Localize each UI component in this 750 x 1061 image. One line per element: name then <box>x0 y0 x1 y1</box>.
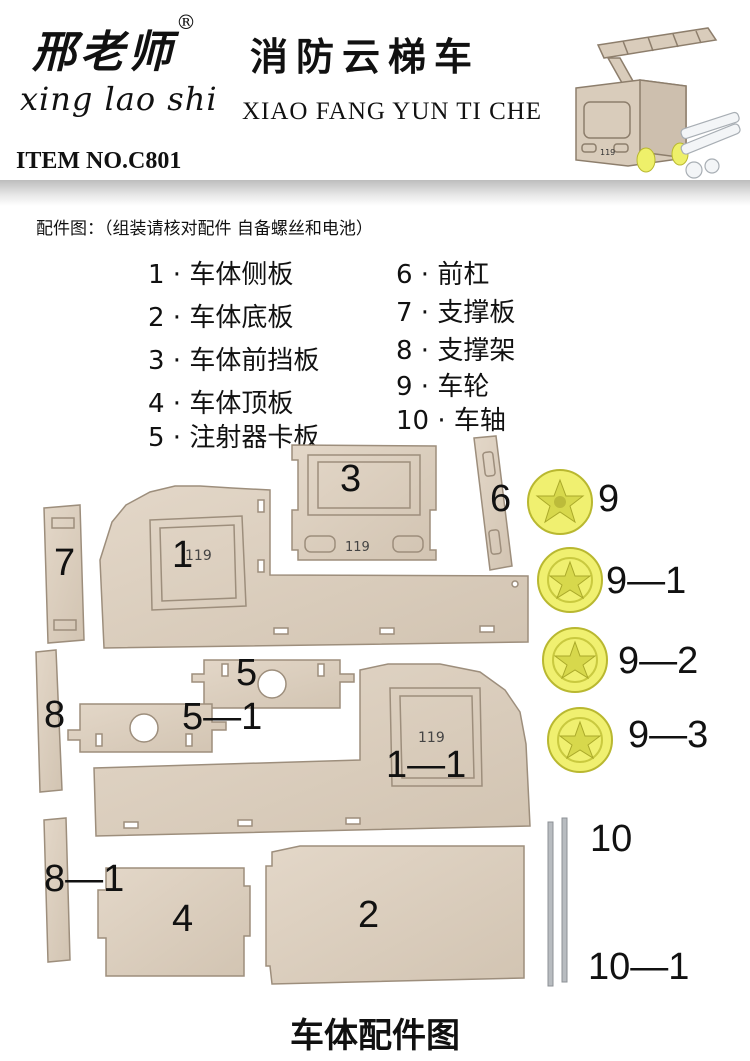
legend-item: 6 · 前杠 <box>396 260 490 290</box>
label-part-9-2: 9—2 <box>618 640 699 682</box>
part-5-syringe-clamp <box>191 659 355 709</box>
legend-item: 2 · 车体底板 <box>148 303 294 333</box>
part-4-top-panel <box>97 867 251 977</box>
brand-name-cn: 邢老师® <box>32 10 200 80</box>
label-part-8-1: 8—1 <box>44 858 125 900</box>
label-part-1-1: 1—1 <box>386 744 467 786</box>
wheel-9-2 <box>542 627 608 693</box>
label-part-9: 9 <box>598 478 620 520</box>
legend-item: 5 · 注射器卡板 <box>148 423 320 453</box>
hero-plate-number: 119 <box>600 148 615 157</box>
footer-title: 车体配件图 <box>290 1016 460 1056</box>
label-part-2: 2 <box>358 894 380 936</box>
legend-right: 6 · 前杠 7 · 支撑板 8 · 支撑架 9 · 车轮 10 · 车轴 <box>396 262 515 442</box>
brand-name-text: 邢老师 <box>32 27 176 78</box>
part-8-support-frame <box>35 649 63 793</box>
legend-item: 10 · 车轴 <box>396 406 506 436</box>
wheel-9 <box>527 469 593 535</box>
legend-item: 3 · 车体前挡板 <box>148 346 320 376</box>
brand-name-pinyin: xing lao shi <box>20 80 218 118</box>
item-number: ITEM NO.C801 <box>16 148 182 174</box>
label-part-10: 10 <box>590 818 633 860</box>
legend-item: 1 · 车体侧板 <box>148 260 294 290</box>
label-part-9-1: 9—1 <box>606 560 687 602</box>
label-part-1: 1 <box>172 534 194 576</box>
legend-item: 4 · 车体顶板 <box>148 389 294 419</box>
label-part-8: 8 <box>44 694 66 736</box>
registered-mark: ® <box>176 10 200 34</box>
part-7-support-plate <box>43 504 85 644</box>
engraving-119: 119 <box>185 548 212 564</box>
part-5-1-syringe-clamp <box>67 703 227 753</box>
product-title-cn: 消防云梯车 <box>250 35 481 79</box>
product-title-pinyin: XIAO FANG YUN TI CHE <box>242 98 543 125</box>
part-2-bottom-panel <box>265 845 525 985</box>
part-1-side-panel <box>99 485 529 649</box>
engraving-119: 119 <box>418 730 445 746</box>
fire-truck-photo: 119 <box>575 27 741 179</box>
part-6-front-bumper <box>473 435 513 571</box>
label-part-9-3: 9—3 <box>628 714 709 756</box>
part-1-1-side-panel <box>93 663 531 837</box>
label-part-5-1: 5—1 <box>182 696 263 738</box>
legend-item: 7 · 支撑板 <box>396 298 516 328</box>
label-part-5: 5 <box>236 652 258 694</box>
label-part-7: 7 <box>54 542 76 584</box>
legend-left: 1 · 车体侧板 2 · 车体底板 3 · 车体前挡板 4 · 车体顶板 5 ·… <box>148 262 319 459</box>
wheel-9-3 <box>547 707 613 773</box>
legend-item: 9 · 车轮 <box>396 372 490 402</box>
legend-item: 8 · 支撑架 <box>396 336 516 366</box>
engraving-119: 119 <box>345 540 370 555</box>
label-part-4: 4 <box>172 898 194 940</box>
wheel-9-1 <box>537 547 603 613</box>
label-part-6: 6 <box>490 478 512 520</box>
part-8-1-support-frame <box>43 817 71 963</box>
axle-10-1 <box>561 817 568 983</box>
part-3-front-panel <box>291 444 437 561</box>
label-part-3: 3 <box>340 458 362 500</box>
axle-10 <box>547 821 554 987</box>
label-part-10-1: 10—1 <box>588 946 690 988</box>
parts-caption: 配件图：（组装请核对配件 自备螺丝和电池） <box>36 219 373 239</box>
header-divider-band <box>0 180 750 206</box>
